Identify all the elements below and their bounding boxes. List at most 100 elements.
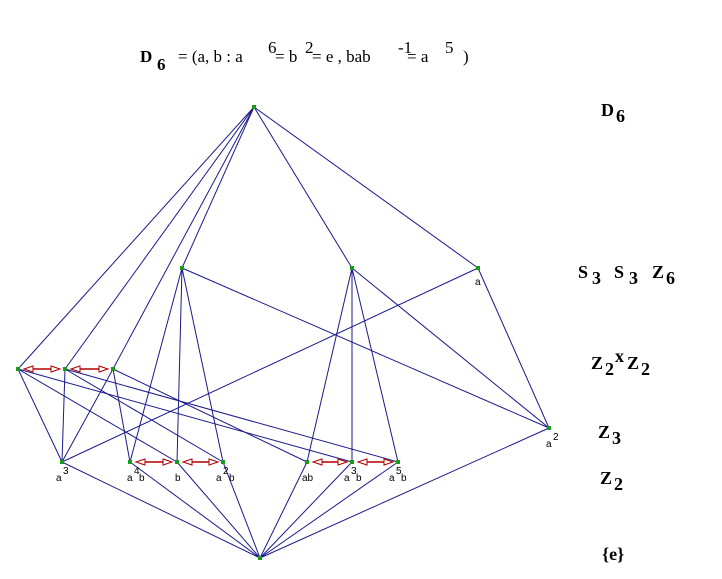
- edge: [253, 106, 479, 269]
- level-s3-1-sub: 3: [592, 268, 601, 288]
- title-eq-e: = e , bab: [312, 47, 371, 66]
- edge: [176, 461, 261, 559]
- label-a2-base: a: [546, 439, 552, 450]
- title-eq-close: ): [463, 47, 469, 66]
- level-z6-main: Z: [652, 262, 664, 282]
- node-s3-right: [350, 266, 354, 270]
- level-z2z2-a-sub: 2: [605, 359, 614, 379]
- edge: [259, 461, 399, 559]
- conjugacy-arrow: [356, 458, 395, 466]
- level-z2z2-a-main: Z: [591, 353, 603, 373]
- label-ab: ab: [302, 473, 314, 484]
- edge: [253, 106, 353, 269]
- edge: [17, 368, 353, 463]
- level-z3-main: Z: [598, 422, 610, 442]
- level-z6-sub: 6: [666, 268, 675, 288]
- level-z2-sub: 2: [614, 474, 623, 494]
- label-a2b-tail: b: [229, 473, 235, 484]
- label-a2b-exp: 2: [223, 466, 229, 477]
- node-b: [175, 460, 179, 464]
- conjugacy-arrow: [69, 365, 110, 373]
- node-d6: [252, 105, 256, 109]
- level-labels: D 6 S 3 S 3 Z 6 Z 2 x Z 2 Z 3 Z 2 {e}: [578, 100, 675, 564]
- label-a5b-base: a: [389, 473, 395, 484]
- edge: [64, 106, 255, 370]
- label-b: b: [175, 473, 181, 484]
- node-ab: [305, 460, 309, 464]
- edge: [17, 106, 255, 370]
- edge: [306, 267, 353, 463]
- node-a4b: [128, 460, 132, 464]
- edge: [61, 368, 114, 463]
- label-a5b-exp: 5: [396, 466, 402, 477]
- edge: [477, 267, 550, 429]
- level-s3-1-main: S: [578, 262, 588, 282]
- label-a: a: [475, 277, 481, 288]
- label-a4b-tail: b: [139, 473, 145, 484]
- title-exp-2: 2: [305, 38, 314, 57]
- conjugacy-arrow: [22, 365, 62, 373]
- edge: [112, 368, 131, 463]
- node-s3-left: [180, 266, 184, 270]
- title-group-sub: 6: [157, 55, 166, 74]
- edge: [259, 461, 308, 559]
- node-a2: [547, 426, 551, 430]
- label-a3b-exp: 3: [351, 466, 357, 477]
- edge: [222, 461, 261, 559]
- lattice-edges: [17, 106, 550, 559]
- edge: [259, 461, 353, 559]
- node-a2b: [221, 460, 225, 464]
- edge: [64, 368, 399, 463]
- node-klein-1: [16, 367, 20, 371]
- level-z3-sub: 3: [612, 428, 621, 448]
- presentation-title: D 6 = (a, b : a 6 = b 2 = e , bab -1 = a…: [140, 38, 469, 74]
- node-a5b: [396, 460, 400, 464]
- node-identity: [258, 556, 262, 560]
- lattice-nodes: [16, 105, 551, 560]
- node-labels: a a 2 a 3 a 4 b b a 2 b ab a 3 b a 5 b: [56, 277, 559, 484]
- level-s3-2-sub: 3: [629, 268, 638, 288]
- edge: [351, 267, 399, 463]
- edge: [112, 106, 255, 370]
- label-a2-exp: 2: [553, 432, 559, 443]
- title-exp-m1: -1: [398, 38, 412, 57]
- edge: [112, 368, 308, 463]
- title-eq-open: = (a, b : a: [178, 47, 243, 66]
- edge: [17, 368, 63, 463]
- label-a3b-tail: b: [356, 473, 362, 484]
- label-a2b-base: a: [216, 473, 222, 484]
- level-z2z2-b-sub: 2: [641, 359, 650, 379]
- level-identity: {e}: [602, 544, 624, 564]
- label-a5b-tail: b: [401, 473, 407, 484]
- edge: [129, 267, 183, 463]
- label-a3-base: a: [56, 473, 62, 484]
- edge: [351, 267, 550, 429]
- title-eq-a: = a: [407, 47, 429, 66]
- edge: [129, 461, 261, 559]
- level-d6-sub: 6: [616, 106, 625, 126]
- edge: [176, 267, 183, 463]
- node-klein-3: [111, 367, 115, 371]
- label-a4b-base: a: [127, 473, 133, 484]
- edge: [64, 368, 224, 463]
- edge: [17, 368, 178, 463]
- level-z2-main: Z: [600, 468, 612, 488]
- node-a3: [60, 460, 64, 464]
- node-a3b: [350, 460, 354, 464]
- label-a3b-base: a: [344, 473, 350, 484]
- label-a3-exp: 3: [63, 466, 69, 477]
- label-a4b-exp: 4: [134, 466, 140, 477]
- edge: [61, 368, 66, 463]
- conjugacy-arrows: [22, 365, 395, 466]
- level-z2z2-b-main: Z: [627, 353, 639, 373]
- edge: [61, 461, 261, 559]
- edge: [181, 267, 550, 429]
- conjugacy-arrow: [311, 458, 349, 466]
- conjugacy-arrow: [134, 458, 174, 466]
- title-group: D: [140, 47, 152, 66]
- edge: [181, 106, 255, 269]
- edge: [259, 427, 550, 559]
- conjugacy-arrow: [181, 458, 220, 466]
- title-eq-b: = b: [275, 47, 297, 66]
